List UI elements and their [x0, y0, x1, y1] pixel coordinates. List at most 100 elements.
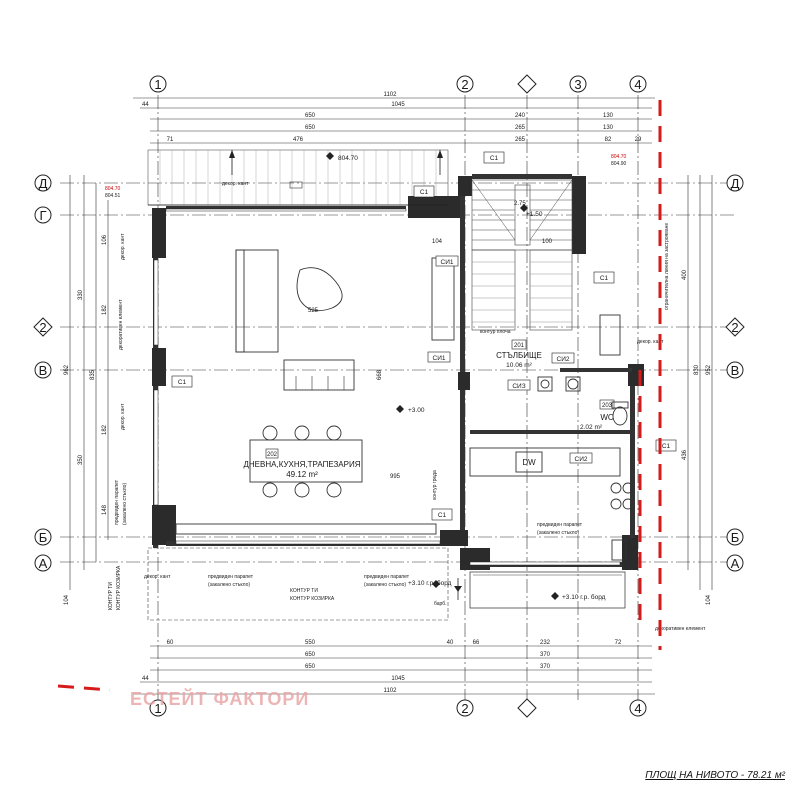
svg-text:44: 44: [142, 102, 149, 108]
svg-text:182: 182: [102, 424, 108, 435]
watermark: ЕСТЕЙТ ФАКТОРИ: [130, 688, 309, 709]
svg-text:148: 148: [102, 504, 108, 515]
svg-text:265: 265: [515, 137, 526, 143]
axis-bubbles-left: Д Г 2 В Б А: [33, 174, 53, 572]
svg-text:1045: 1045: [391, 676, 405, 682]
terrace: 804.70 декор. кант: [147, 149, 449, 206]
svg-text:82: 82: [605, 137, 612, 143]
svg-text:130: 130: [603, 125, 614, 131]
svg-text:804.90: 804.90: [611, 161, 627, 167]
svg-text:2.75: 2.75: [514, 201, 526, 207]
svg-text:КОНТУР КОЗИРКА: КОНТУР КОЗИРКА: [116, 565, 122, 610]
level-area-caption: ПЛОЩ НА НИВОТО - 78.21 м²: [645, 770, 785, 781]
svg-text:72: 72: [615, 640, 622, 646]
axis-G-left: Г: [39, 208, 46, 223]
stair-level: +1.50: [526, 211, 543, 218]
balcony-left-level: +3.10 г.р. борд: [408, 579, 452, 587]
dw-label: DW: [522, 458, 536, 467]
svg-text:130: 130: [603, 113, 614, 119]
svg-text:104: 104: [64, 594, 70, 605]
balcony-right-level: +3.10 г.р. борд: [562, 593, 606, 601]
svg-text:370: 370: [540, 664, 551, 670]
svg-text:декор. кант: декор. кант: [222, 181, 249, 187]
svg-text:436: 436: [682, 449, 688, 460]
room-203-area: 2.02 m²: [580, 424, 603, 431]
svg-text:предвиден парапет: предвиден парапет: [537, 522, 583, 528]
svg-text:40: 40: [447, 640, 454, 646]
room-202-name: ДНЕВНА,КУХНЯ,ТРАПЕЗАРИЯ: [243, 460, 360, 469]
svg-text:962: 962: [64, 364, 70, 375]
svg-text:476: 476: [293, 137, 304, 143]
svg-text:1102: 1102: [384, 92, 398, 98]
svg-text:1102: 1102: [384, 688, 398, 694]
element-tags: C1 C1 C1 C1 C1 C1 СИ1 СИ1 СИ2 СИ2 СИЗ: [171, 151, 677, 521]
svg-text:350: 350: [78, 454, 84, 465]
svg-text:400: 400: [682, 269, 688, 280]
windows: [148, 204, 621, 566]
svg-text:СИЗ: СИЗ: [512, 383, 525, 390]
floor-level: +3.00: [408, 407, 425, 414]
svg-text:(закалено стъкло): (закалено стъкло): [122, 483, 128, 525]
svg-text:C1: C1: [178, 379, 187, 386]
svg-text:(закалено стъкло): (закалено стъкло): [208, 582, 250, 588]
axis-D-left: Д: [39, 176, 48, 191]
axis-B-right: Б: [731, 530, 740, 545]
svg-text:330: 330: [78, 289, 84, 300]
svg-text:104: 104: [706, 594, 712, 605]
svg-text:650: 650: [305, 664, 316, 670]
svg-text:C1: C1: [490, 155, 499, 162]
svg-text:66: 66: [473, 640, 480, 646]
axis-B-left: Б: [39, 530, 48, 545]
svg-text:550: 550: [305, 640, 316, 646]
left-dimensions: 962 330 350 835 106 182 182 148 104: [64, 175, 109, 605]
walls: [152, 174, 644, 570]
axis-4-top: 4: [634, 77, 641, 92]
axis-4-bottom: 4: [634, 701, 641, 716]
axis-2h-left: 2: [39, 320, 46, 335]
svg-text:201: 201: [514, 343, 525, 349]
svg-text:(закалено стъкло): (закалено стъкло): [537, 530, 579, 536]
axis-A-right: А: [731, 556, 740, 571]
regulation-lines: [57, 100, 662, 692]
balcony: +3.10 г.р. борд +3.10 г.р. борд барб.: [147, 547, 626, 621]
terrace-level: 804.70: [338, 155, 358, 162]
fixtures: DW: [469, 314, 634, 561]
svg-text:барб.: барб.: [434, 601, 447, 607]
axis-bubbles-right: Д 2 В Б А: [725, 174, 745, 572]
svg-text:СИ1: СИ1: [433, 355, 446, 362]
svg-text:104: 104: [432, 239, 443, 245]
axis-2-bottom: 2: [461, 701, 468, 716]
svg-text:952: 952: [706, 364, 712, 375]
svg-text:декоративен елемент: декоративен елемент: [118, 299, 124, 350]
axis-1-top: 1: [154, 77, 161, 92]
living-furniture: 525 995 668 +3.00: [175, 249, 455, 535]
svg-text:C1: C1: [420, 189, 429, 196]
axis-D-right: Д: [731, 176, 740, 191]
axis-V-left: В: [39, 363, 48, 378]
svg-text:668: 668: [377, 369, 383, 380]
room-201-area: 10.06 m²: [506, 362, 532, 369]
room-202-area: 49.12 m²: [286, 470, 318, 479]
axis-V-right: В: [731, 363, 740, 378]
svg-text:контур плоча: контур плоча: [480, 329, 511, 335]
svg-text:контур греда: контур греда: [432, 470, 438, 500]
axis-bubbles-bottom: 1 2 4: [149, 698, 647, 718]
room-201-name: СТЪЛБИЩЕ: [496, 351, 542, 360]
svg-text:60: 60: [167, 640, 174, 646]
svg-text:265: 265: [515, 125, 526, 131]
svg-text:106: 106: [102, 234, 108, 245]
svg-text:C1: C1: [438, 512, 447, 519]
svg-text:650: 650: [305, 652, 316, 658]
svg-text:СИ2: СИ2: [557, 356, 570, 363]
svg-text:декор. кант: декор. кант: [120, 403, 126, 430]
room-203-name: WC: [600, 413, 614, 422]
svg-text:1045: 1045: [391, 102, 405, 108]
svg-text:804.70: 804.70: [105, 186, 121, 192]
svg-text:декоративен елемент: декоративен елемент: [655, 626, 706, 632]
svg-text:995: 995: [390, 474, 401, 480]
svg-text:(закалено стъкло): (закалено стъкло): [364, 582, 406, 588]
right-dimensions: 400 436 830 952 104: [682, 175, 713, 605]
svg-text:предвиден парапет: предвиден парапет: [364, 574, 410, 580]
svg-text:835: 835: [90, 369, 96, 380]
